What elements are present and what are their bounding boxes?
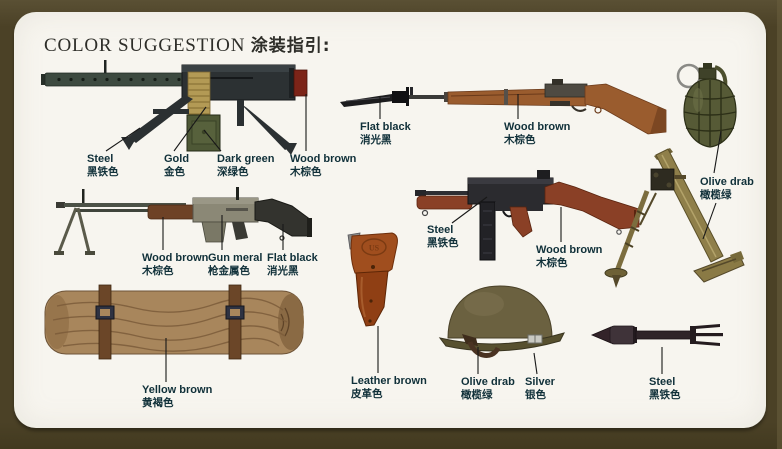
label-en: Olive drab	[461, 376, 515, 388]
rear-sight	[537, 170, 550, 179]
bedroll-illustration	[44, 284, 304, 360]
color-label-leather-brown: Leather brown 皮革色	[351, 375, 427, 401]
label-en: Yellow brown	[142, 384, 213, 396]
label-zh: 消光黑	[360, 134, 392, 146]
front-sight	[104, 60, 107, 74]
label-en: Wood brown	[536, 244, 603, 256]
label-zh: 黑铁色	[649, 389, 681, 401]
color-label-silver: Silver 银色	[525, 376, 555, 402]
color-label-steel-smg: Steel 黑铁色	[427, 224, 459, 250]
mortar-illustration	[604, 148, 745, 288]
label-en: Silver	[525, 376, 555, 388]
helmet-illustration	[438, 285, 565, 358]
butt-stock	[544, 181, 640, 230]
label-en: Gold	[164, 153, 190, 165]
label-zh: 橄榄绿	[700, 189, 732, 201]
page-title: COLOR SUGGESTION 涂装指引:	[44, 31, 331, 57]
color-label-flat-black-bar: Flat black 消光黑	[267, 252, 318, 278]
color-label-gold: Gold 金色	[164, 153, 189, 179]
label-zh: 金色	[164, 166, 185, 178]
rocket-illustration	[590, 324, 723, 346]
warhead	[609, 325, 637, 345]
automatic-rifle-illustration	[54, 187, 312, 255]
bipod-leg	[614, 190, 650, 272]
color-label-wood-brown-machine-gun: Wood brown 木棕色	[290, 153, 356, 179]
color-label-steel-rocket: Steel 黑铁色	[649, 376, 681, 402]
label-zh: 消光黑	[267, 265, 299, 277]
pistol-grip	[509, 206, 533, 238]
barrel	[409, 95, 451, 99]
barrel	[64, 203, 186, 207]
title-chinese: 涂装指引:	[250, 36, 331, 56]
label-zh: 木棕色	[536, 257, 568, 269]
label-zh: 黑铁色	[427, 237, 459, 249]
color-label-dark-green: Dark green 深绿色	[217, 153, 274, 179]
label-en: Flat black	[360, 121, 411, 133]
front-sight	[82, 189, 85, 203]
label-zh: 木棕色	[290, 166, 322, 178]
barrel	[426, 191, 472, 195]
label-zh: 黄褐色	[142, 397, 174, 409]
label-en: Flat black	[267, 252, 318, 264]
bipod-strut	[639, 192, 657, 226]
tail-fins	[695, 324, 723, 346]
label-en: Wood brown	[142, 252, 209, 264]
machine-gun-illustration	[41, 60, 308, 155]
label-en: Steel	[427, 224, 454, 236]
nose-cone	[590, 326, 612, 344]
elevation-screw	[237, 100, 244, 126]
label-en: Gun meral	[208, 252, 263, 264]
bipod	[57, 207, 91, 253]
tripod-front-leg	[128, 95, 193, 143]
label-en: Wood brown	[290, 153, 357, 165]
pistol-holster-illustration: US	[347, 232, 398, 327]
color-label-gun-metal: Gun meral 枪金属色	[208, 252, 262, 278]
fuze	[698, 67, 717, 80]
color-label-wood-brown-bar: Wood brown 木棕色	[142, 252, 208, 278]
wood-forend	[416, 195, 473, 210]
label-en: Dark green	[217, 153, 275, 165]
label-zh: 橄榄绿	[461, 389, 493, 401]
us-emboss: US	[369, 244, 380, 253]
label-zh: 枪金属色	[208, 265, 250, 277]
magazine	[201, 221, 227, 243]
motor-tube	[635, 330, 693, 340]
color-label-wood-brown-rifle: Wood brown 木棕色	[504, 121, 570, 147]
chin-strap	[467, 341, 501, 358]
color-label-flat-black-rifle: Flat black 消光黑	[360, 121, 411, 147]
label-en: Steel	[87, 153, 114, 165]
receiver	[544, 83, 588, 98]
label-en: Wood brown	[504, 121, 571, 133]
label-en: Steel	[649, 376, 676, 388]
strap	[98, 284, 112, 360]
label-zh: 银色	[525, 389, 546, 401]
label-en: Leather brown	[351, 375, 427, 387]
rear-handle-roller	[293, 69, 308, 97]
label-zh: 深绿色	[217, 166, 249, 178]
helmet-dome	[447, 285, 553, 339]
tripod-rear-leg	[240, 103, 293, 150]
color-label-wood-brown-smg: Wood brown 木棕色	[536, 244, 602, 270]
wood-forend	[147, 204, 196, 220]
strap	[228, 284, 242, 360]
label-zh: 木棕色	[142, 265, 174, 277]
color-label-olive-drab-grenade-mortar: Olive drab 橄榄绿	[700, 176, 754, 202]
color-label-steel-machine-gun: Steel 黑铁色	[87, 153, 119, 179]
label-zh: 皮革色	[351, 388, 383, 400]
color-label-yellow-brown: Yellow brown 黄褐色	[142, 384, 212, 410]
butt-stock	[254, 198, 312, 237]
label-en: Olive drab	[700, 176, 754, 188]
title-english: COLOR SUGGESTION	[44, 35, 246, 56]
label-zh: 木棕色	[504, 134, 536, 146]
label-zh: 黑铁色	[87, 166, 119, 178]
color-label-olive-drab-helmet: Olive drab 橄榄绿	[461, 376, 515, 402]
hand-grenade-illustration	[676, 63, 737, 148]
